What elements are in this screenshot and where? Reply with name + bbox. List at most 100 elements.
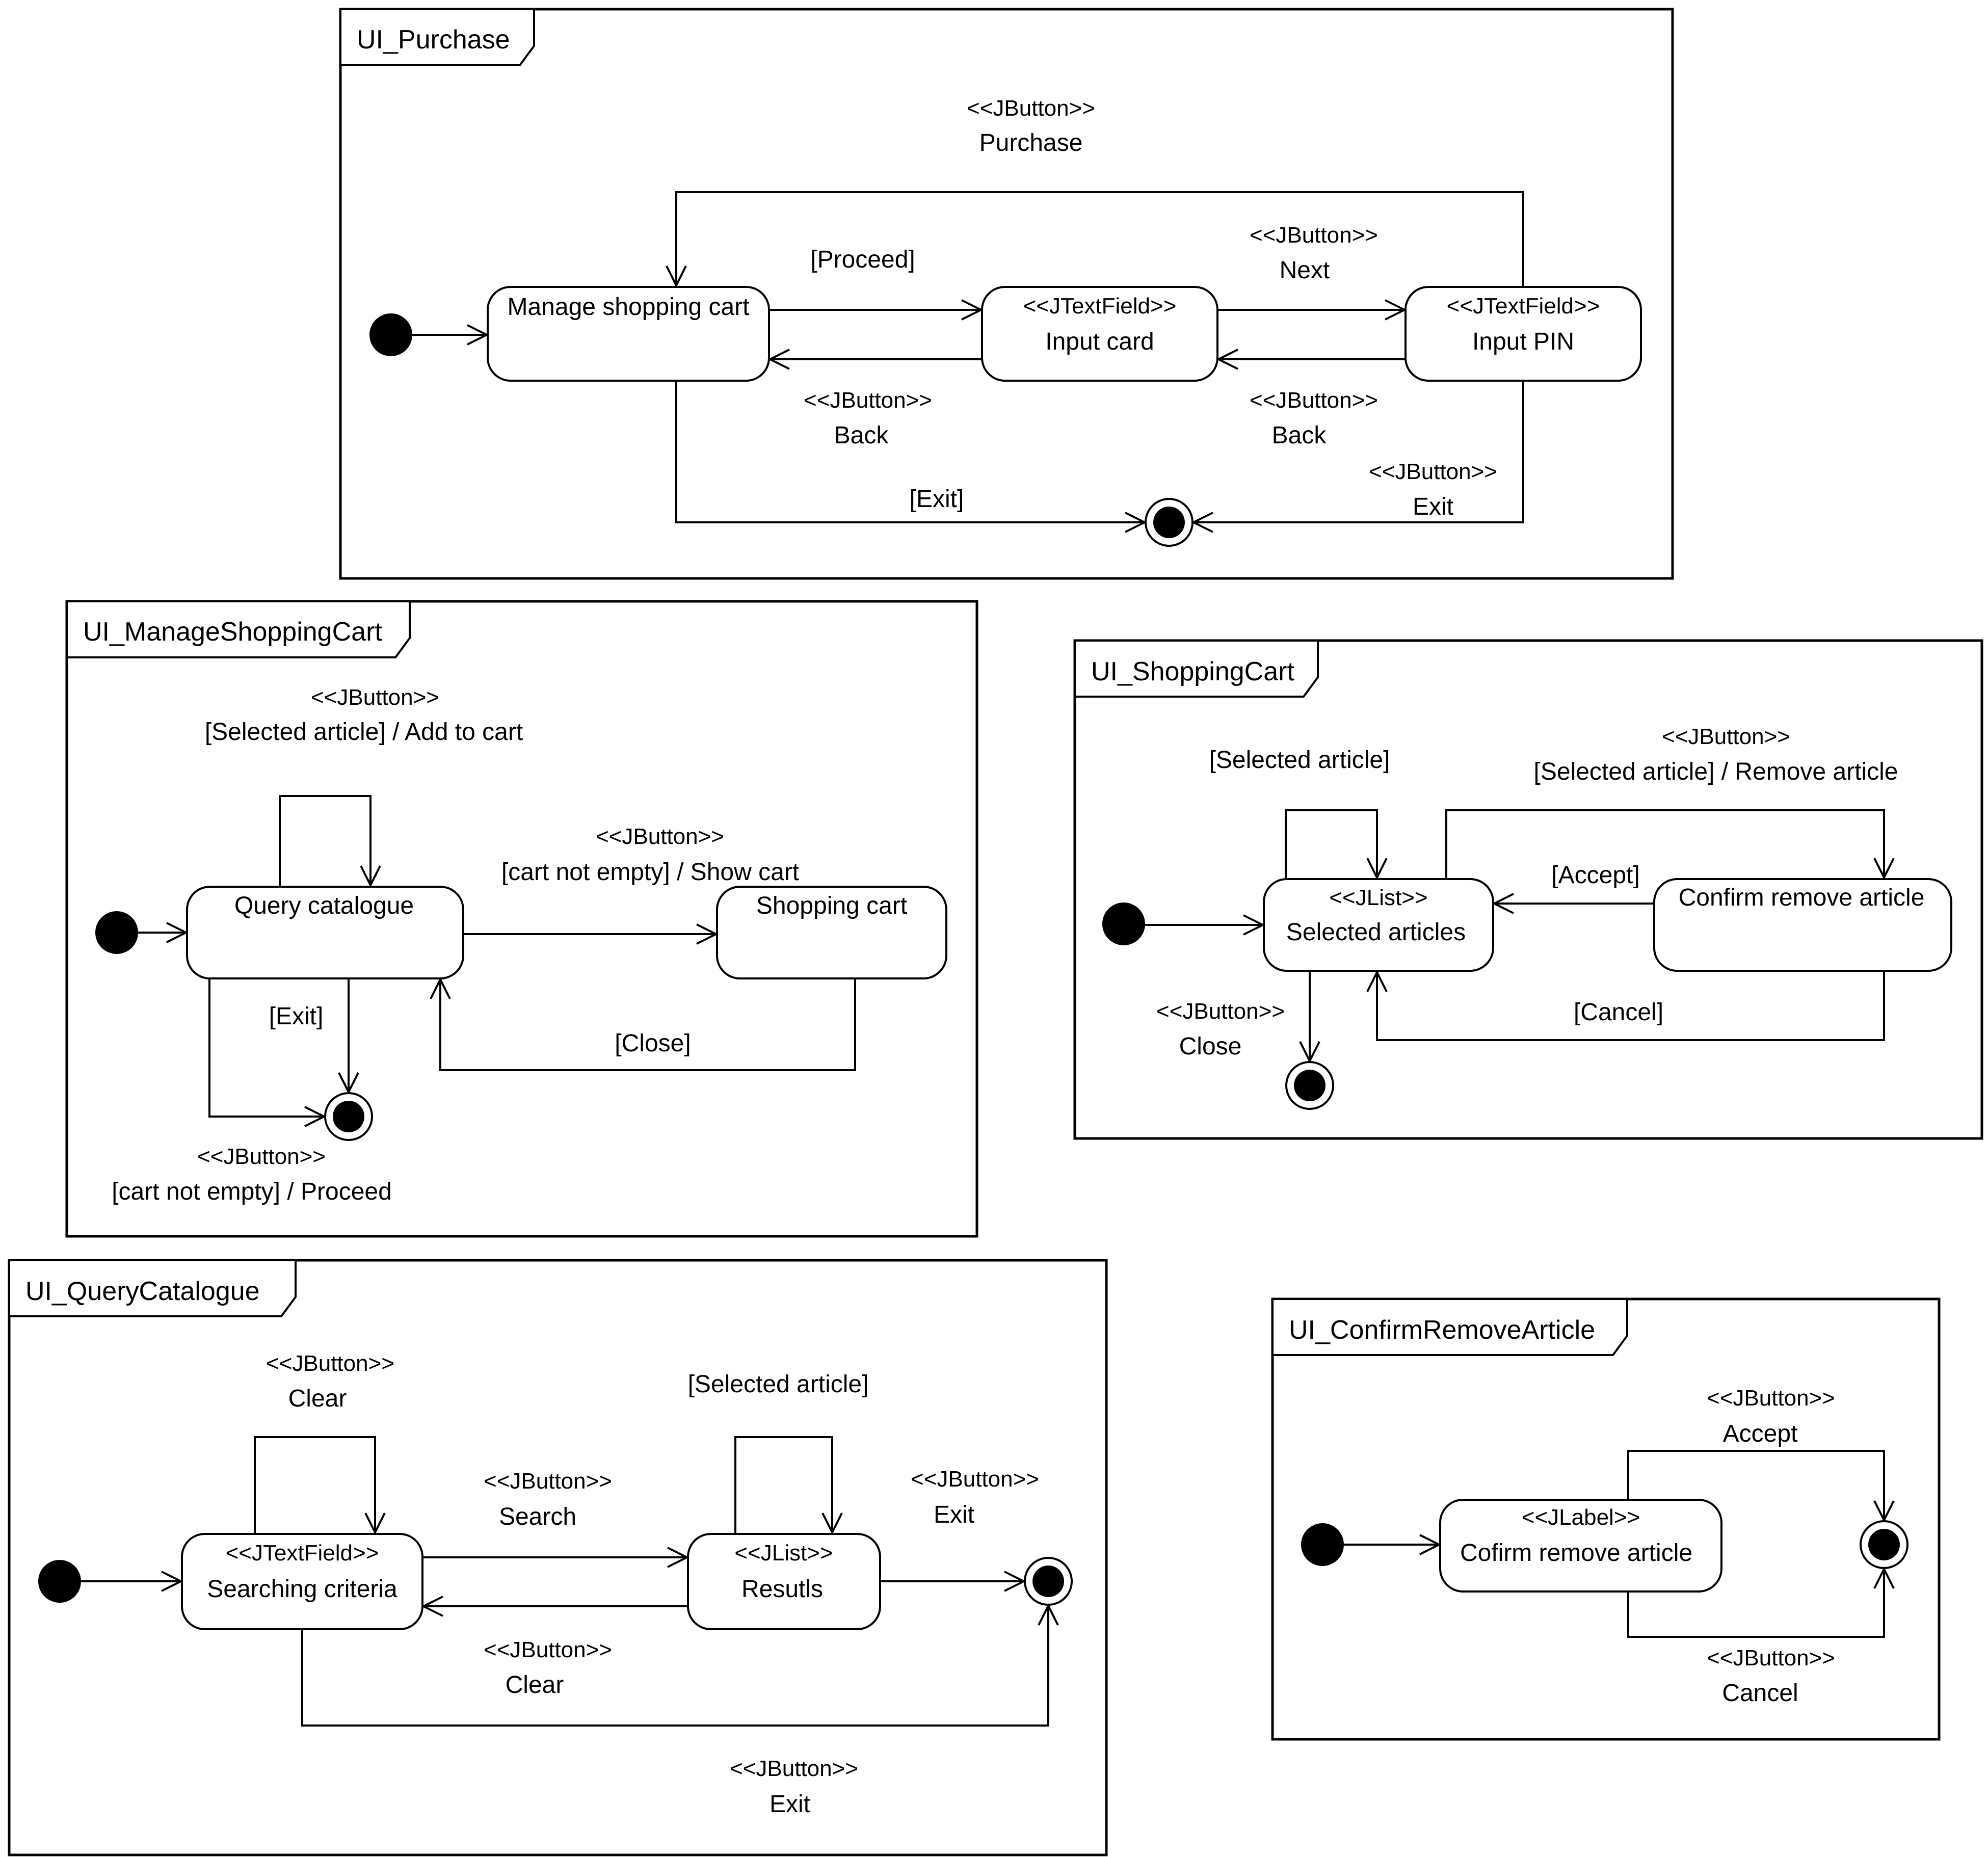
frame-tab [8,1259,297,1317]
transition-stereotype: <<JButton>> [1250,223,1378,248]
transition-label: [Exit] [910,486,964,513]
state-name: Input card [1045,328,1154,355]
frame-title: UI_ShoppingCart [1091,657,1294,686]
state-box [1439,1499,1722,1593]
transition-label: Clear [506,1672,564,1699]
transition-label: Cancel [1722,1680,1798,1707]
transition-stereotype: <<JButton>> [1707,1646,1835,1670]
state-name: Resutls [741,1576,823,1603]
transition-back-2: <<JButton>> Back [1216,349,1406,449]
transition-initial [1145,914,1265,936]
transition-label: [Accept] [1551,862,1639,889]
frame-ui-purchase: UI_Purchase Manage shopping cart <<JText… [339,8,1674,580]
state-stereotype: <<JTextField>> [226,1541,379,1566]
transition-accept: [Accept] [1492,862,1654,914]
transition-stereotype: <<JButton>> [911,1467,1039,1492]
transition-label: [Proceed] [810,246,915,273]
state-name: Input PIN [1472,328,1574,355]
state-searching-criteria[interactable]: <<JTextField>> Searching criteria [181,1533,423,1630]
frame-ui-manage-shopping-cart: UI_ManageShoppingCart Query catalogue Sh… [65,600,978,1238]
state-jlabel-confirm[interactable]: <<JLabel>> Cofirm remove article [1439,1499,1722,1593]
transition-back-1: <<JButton>> Back [767,349,982,449]
frame-tab [1271,1298,1628,1356]
state-name: Manage shopping cart [508,294,750,321]
transition-label: [Selected article] [688,1371,869,1398]
state-shopping-cart[interactable]: Shopping cart [716,886,947,979]
final-node [1285,1061,1334,1110]
transition-selected-article-loop: [Selected article] [688,1371,869,1535]
initial-node [1102,903,1145,945]
transition-clear-loop: <<JButton>> Clear [254,1351,394,1535]
transition-initial [1344,1534,1442,1555]
transition-stereotype: <<JButton>> [266,1351,394,1376]
state-name: Searching criteria [207,1576,397,1603]
state-query-catalogue[interactable]: Query catalogue [186,886,464,979]
transition-exit-right: <<JButton>> Exit [880,1467,1039,1592]
transition-close: <<JButton>> Close [1156,971,1320,1064]
transition-proceed: <<JButton>> [cart not empty] / Proceed [112,978,392,1205]
transition-stereotype: <<JButton>> [1369,459,1497,484]
transition-label: Accept [1723,1420,1798,1447]
transition-initial [138,922,189,943]
transition-selected-article-loop: [Selected article] [1209,747,1390,880]
initial-node [95,911,138,954]
transition-label: Purchase [979,129,1083,156]
frame-tab [1074,640,1319,698]
transition-cancel: <<JButton>> Cancel [1627,1567,1895,1707]
state-results[interactable]: <<JList>> Resutls [687,1533,881,1630]
frame-ui-query-catalogue: UI_QueryCatalogue <<JTextField>> Searchi… [8,1259,1108,1856]
transition-remove-article: <<JButton>> [Selected article] / Remove … [1445,724,1898,880]
frame-ui-shopping-cart: UI_ShoppingCart <<JList>> Selected artic… [1073,639,1983,1140]
state-name: Shopping cart [756,892,907,919]
initial-node [38,1560,81,1603]
transition-label: [Exit] [269,1003,324,1030]
final-node [324,1092,373,1141]
state-confirm-remove-article[interactable]: Confirm remove article [1653,878,1952,972]
transition-label: Close [1179,1033,1242,1060]
transition-proceed: [Proceed] [769,246,984,321]
transition-label: [cart not empty] / Proceed [112,1178,392,1205]
transition-next: <<JButton>> Next [1217,223,1407,321]
transition-exit-guard: [Exit] [675,381,1147,533]
state-selected-articles[interactable]: <<JList>> Selected articles [1263,878,1494,972]
transition-label: [cart not empty] / Show cart [501,859,799,886]
transition-label: [Cancel] [1574,999,1663,1026]
state-stereotype: <<JLabel>> [1522,1505,1640,1530]
frame-border [8,1259,1108,1856]
state-input-pin[interactable]: <<JTextField>> Input PIN [1404,286,1642,382]
frame-title: UI_ConfirmRemoveArticle [1289,1315,1595,1345]
transition-stereotype: <<JButton>> [804,388,932,413]
frame-tab [339,8,535,66]
transition-stereotype: <<JButton>> [484,1637,612,1662]
transition-label: [Selected article] / Remove article [1534,758,1898,785]
transition-initial [81,1571,183,1592]
state-manage-shopping-cart[interactable]: Manage shopping cart [487,286,770,382]
transition-label: Back [1272,422,1327,449]
state-stereotype: <<JTextField>> [1447,294,1600,319]
final-node [1860,1520,1909,1569]
transition-show-cart: <<JButton>> [cart not empty] / Show cart [463,824,799,945]
transition-cancel: [Cancel] [1366,970,1885,1041]
transition-add-to-cart-loop: <<JButton>> [Selected article] / Add to … [205,685,523,888]
frame-border [339,8,1674,580]
transition-stereotype: <<JButton>> [197,1144,326,1169]
transition-label: Exit [934,1501,974,1528]
frame-border [1073,639,1983,1140]
transition-exit-bottom: <<JButton>> Exit [301,1603,1059,1818]
transition-initial [412,324,489,346]
transition-label: [Close] [615,1030,691,1057]
transition-label: Clear [288,1385,347,1412]
transition-stereotype: <<JButton>> [484,1469,612,1494]
transition-clear-back: <<JButton>> Clear [421,1596,688,1699]
state-name: Selected articles [1286,919,1466,946]
transition-close: [Close] [430,977,856,1071]
transition-stereotype: <<JButton>> [596,824,724,849]
state-input-card[interactable]: <<JTextField>> Input card [981,286,1218,382]
state-name: Confirm remove article [1679,884,1925,911]
transition-label: [Selected article] / Add to cart [205,719,523,746]
final-node [1024,1557,1073,1606]
final-node [1145,498,1194,547]
state-box [716,886,947,979]
transition-label: Back [834,422,889,449]
